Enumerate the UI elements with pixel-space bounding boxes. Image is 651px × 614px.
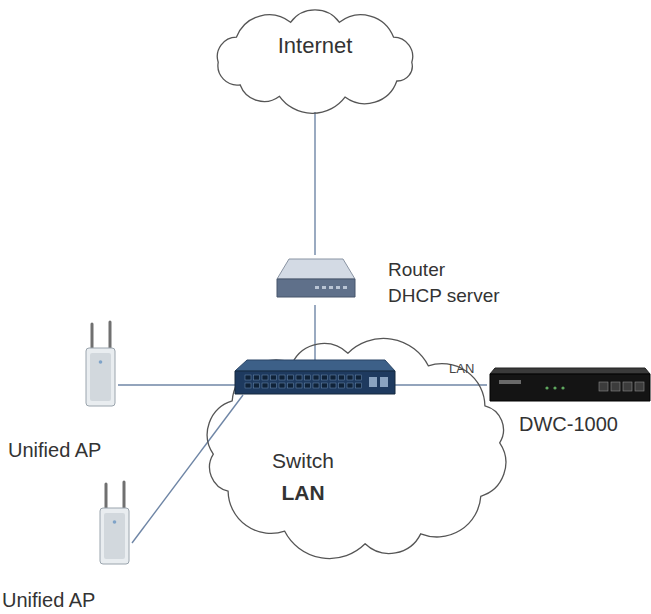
switch-port xyxy=(339,375,345,380)
switch-front xyxy=(235,371,395,394)
switch-port xyxy=(305,383,311,388)
controller-port xyxy=(611,382,620,391)
network-switch: SwitchLAN xyxy=(235,360,395,395)
port-label: LAN xyxy=(449,361,474,376)
access-point-icon xyxy=(97,482,132,566)
switch-port xyxy=(254,383,260,388)
node-label: Unified AP xyxy=(2,588,95,613)
node-label: Internet xyxy=(205,32,425,60)
switch-port xyxy=(262,375,268,380)
controller-port xyxy=(635,382,644,391)
cloud-outline xyxy=(207,338,506,558)
router-led xyxy=(343,286,347,289)
switch-port xyxy=(330,375,336,380)
router-device-icon xyxy=(275,255,355,305)
switch-port xyxy=(245,383,251,388)
access-point: Unified AP xyxy=(83,322,118,408)
switch-port xyxy=(245,375,251,380)
switch-port xyxy=(356,375,362,380)
router-led xyxy=(329,286,333,289)
router-led xyxy=(336,286,340,289)
controller-led xyxy=(553,386,556,389)
switch-port xyxy=(296,375,302,380)
wireless-controller-icon xyxy=(487,368,650,402)
router-led xyxy=(315,286,319,289)
switch-port xyxy=(288,383,294,388)
ap-body xyxy=(100,508,129,564)
node-label: Unified AP xyxy=(8,438,101,463)
controller-led xyxy=(545,386,548,389)
switch-port xyxy=(313,383,319,388)
node-label: LAN xyxy=(243,480,363,506)
switch-uplink xyxy=(380,377,388,387)
switch-port xyxy=(271,383,277,388)
network-link xyxy=(118,384,235,385)
network-link xyxy=(395,384,487,385)
ap-panel xyxy=(104,513,125,559)
switch-port xyxy=(279,383,285,388)
switch-port xyxy=(347,375,353,380)
ap-led xyxy=(99,360,103,364)
network-switch-icon xyxy=(235,360,395,395)
switch-port xyxy=(322,375,328,380)
node-label: Switch xyxy=(243,448,363,474)
switch-port xyxy=(347,383,353,388)
switch-port xyxy=(313,375,319,380)
internet-cloud-icon xyxy=(205,8,425,112)
router-top xyxy=(277,259,355,279)
ap-led xyxy=(113,520,117,524)
controller-front xyxy=(490,374,650,401)
controller-port xyxy=(623,382,632,391)
controller-led xyxy=(561,386,564,389)
node-label: Router DHCP server xyxy=(388,257,502,309)
switch-port xyxy=(271,375,277,380)
access-point: Unified AP xyxy=(97,482,132,566)
access-point-icon xyxy=(83,322,118,408)
switch-port xyxy=(322,383,328,388)
network-link xyxy=(132,395,243,543)
router-device: Router DHCP server xyxy=(275,255,355,305)
switch-uplink xyxy=(369,377,377,387)
ap-panel xyxy=(90,353,111,401)
wireless-controller: DWC-1000 xyxy=(487,368,650,402)
internet-cloud: Internet xyxy=(205,8,425,112)
switch-port xyxy=(305,375,311,380)
router-led xyxy=(322,286,326,289)
cloud-outline xyxy=(217,10,412,113)
switch-port xyxy=(254,375,260,380)
controller-top xyxy=(490,368,650,374)
router-front xyxy=(277,279,355,297)
controller-port xyxy=(599,382,608,391)
switch-port xyxy=(288,375,294,380)
switch-port xyxy=(296,383,302,388)
switch-port xyxy=(279,375,285,380)
switch-port xyxy=(330,383,336,388)
controller-logo xyxy=(499,380,521,384)
ap-body xyxy=(86,348,115,406)
switch-port xyxy=(262,383,268,388)
switch-top xyxy=(235,360,395,371)
switch-port xyxy=(339,383,345,388)
network-link xyxy=(314,112,315,255)
network-link xyxy=(314,305,315,360)
node-label: DWC-1000 xyxy=(487,412,650,437)
switch-port xyxy=(356,383,362,388)
